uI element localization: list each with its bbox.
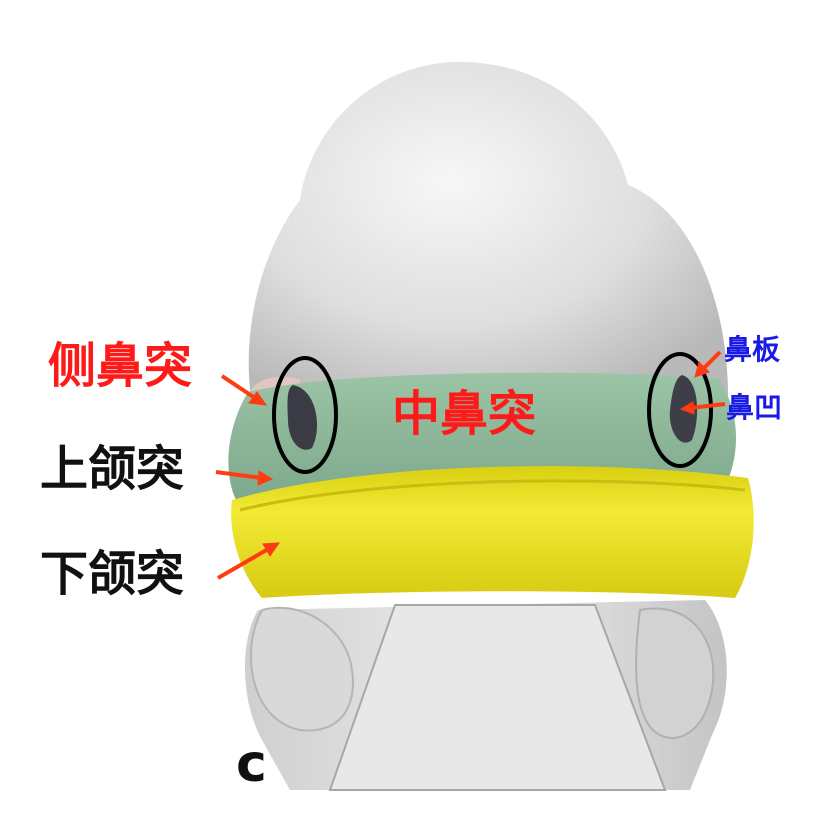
yellow-band — [231, 466, 754, 598]
label-nasal-pit: 鼻凹 — [726, 391, 783, 424]
pointer-arrows — [215, 350, 726, 580]
panel-letter: c — [236, 734, 267, 794]
right-nasal-ellipse — [647, 352, 713, 468]
yellow-band-fold — [239, 479, 746, 512]
left-nasal-pit — [287, 385, 318, 450]
label-lateral-nasal-prominence: 侧鼻突 — [48, 338, 193, 394]
right-neck-lobe — [635, 607, 715, 739]
left-nasal-ellipse — [272, 356, 338, 474]
label-maxillary-prominence: 上颌突 — [40, 441, 185, 497]
left-neck-lobe — [250, 606, 354, 732]
head-shape — [248, 61, 729, 405]
label-medial-nasal-prominence: 中鼻突 — [392, 386, 537, 442]
label-nasal-placode: 鼻板 — [724, 333, 781, 366]
label-mandibular-prominence: 下颌突 — [40, 546, 185, 602]
stomodeum-plate — [328, 604, 667, 791]
